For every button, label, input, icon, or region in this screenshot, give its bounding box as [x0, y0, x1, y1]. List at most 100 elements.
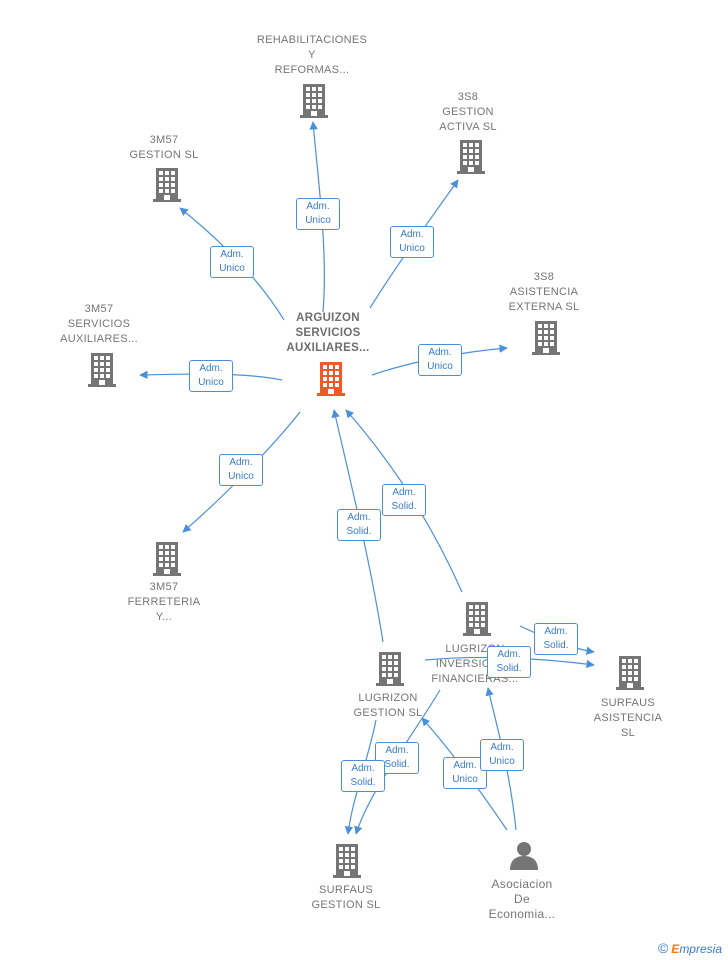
edge-label-line: Adm. — [347, 512, 371, 523]
ferreteria-node-label[interactable]: 3M57 FERRETERIA Y... — [114, 580, 214, 625]
edge-label-line: Adm. — [351, 763, 375, 774]
gestion-3m57-node-line: 3M57 — [149, 134, 179, 146]
rehab-node-line: REHABILITACIONES — [256, 34, 368, 46]
edge-label-line: Solid. — [350, 777, 376, 788]
asistencia-externa-node-line: 3S8 — [533, 271, 555, 283]
lugrizon-gestion-node-line: LUGRIZON — [358, 692, 418, 704]
edge-label-asoc-inv-1[interactable]: Adm. Unico — [443, 757, 487, 789]
lugrizon-inv-building-icon[interactable] — [463, 602, 491, 636]
surfaus-gestion-node-label[interactable]: SURFAUS GESTION SL — [296, 883, 396, 913]
edge-label-ferreteria[interactable]: Adm. Unico — [219, 454, 263, 486]
empresia-logo[interactable]: ©Empresia — [658, 940, 722, 956]
edge-label-servicios-3m57[interactable]: Adm. Unico — [189, 360, 233, 392]
main-node-label[interactable]: ARGUIZON SERVICIOS AUXILIARES... — [268, 311, 388, 356]
edge-label-lugrizon-inv-main[interactable]: Adm. Solid. — [382, 484, 426, 516]
asociacion-node-line: De — [514, 892, 530, 906]
surfaus-asistencia-node-label[interactable]: SURFAUS ASISTENCIA SL — [580, 696, 676, 741]
edge-label-inv-surfaus-1[interactable]: Adm. Solid. — [534, 623, 578, 655]
rehab-building-icon[interactable] — [300, 84, 328, 118]
edge-label-line: Unico — [399, 243, 425, 254]
edge-label-line: Solid. — [543, 640, 569, 651]
edge-label-line: Unico — [452, 774, 478, 785]
surfaus-asistencia-node-line: SURFAUS — [600, 697, 656, 709]
gestion-activa-node-line: ACTIVA SL — [439, 121, 497, 133]
edge-label-line: Unico — [305, 215, 331, 226]
ferreteria-node-line: 3M57 — [149, 581, 179, 593]
edge-label-line: Unico — [198, 377, 224, 388]
asociacion-node-line: Economia... — [488, 907, 556, 921]
edge-label-line: Solid. — [496, 663, 522, 674]
edge-label-line: Unico — [219, 263, 245, 274]
servicios-3m57-node-line: SERVICIOS — [67, 318, 131, 330]
servicios-3m57-building-icon[interactable] — [88, 353, 116, 387]
main-building-icon[interactable] — [317, 362, 345, 396]
edge-label-line: Adm. — [490, 742, 514, 753]
gestion-3m57-node-line: GESTION SL — [129, 149, 199, 161]
edge-label-line: Unico — [489, 756, 515, 767]
surfaus-asistencia-node-line: ASISTENCIA — [593, 712, 663, 724]
edge-label-line: Solid. — [346, 526, 372, 537]
edge-label-gestion-surfaus-1[interactable]: Adm. Solid. — [375, 742, 419, 774]
lugrizon-gestion-building-icon[interactable] — [376, 652, 404, 686]
asistencia-externa-node-line: ASISTENCIA — [509, 286, 579, 298]
edge-label-inv-surfaus-2[interactable]: Adm. Solid. — [487, 646, 531, 678]
gestion-3m57-building-icon[interactable] — [153, 168, 181, 202]
edge-label-line: Unico — [228, 471, 254, 482]
edge-label-gestion-3m57[interactable]: Adm. Unico — [210, 246, 254, 278]
edge-label-line: Adm. — [306, 201, 330, 212]
gestion-3m57-node-label[interactable]: 3M57 GESTION SL — [114, 133, 214, 163]
edge-label-line: Adm. — [392, 487, 416, 498]
ferreteria-node-line: FERRETERIA — [127, 596, 201, 608]
surfaus-gestion-building-icon[interactable] — [333, 844, 361, 878]
asociacion-person-icon[interactable] — [510, 842, 538, 870]
edge-label-line: Adm. — [428, 347, 452, 358]
gestion-activa-node-line: 3S8 — [457, 91, 479, 103]
gestion-activa-node-label[interactable]: 3S8 GESTION ACTIVA SL — [418, 90, 518, 135]
ferreteria-building-icon[interactable] — [153, 542, 181, 576]
gestion-activa-node-line: GESTION — [442, 106, 494, 118]
edge-label-line: Adm. — [400, 229, 424, 240]
asociacion-node-line: Asociacion — [491, 877, 553, 891]
edge-label-asoc-inv-2[interactable]: Adm. Unico — [480, 739, 524, 771]
logo-text: mpresia — [679, 942, 722, 956]
main-node-line: ARGUIZON — [296, 312, 360, 324]
edge-label-line: Adm. — [385, 745, 409, 756]
surfaus-gestion-node-line: SURFAUS — [318, 884, 374, 896]
ferreteria-node-line: Y... — [155, 611, 173, 623]
rehab-node-label[interactable]: REHABILITACIONES Y REFORMAS... — [247, 33, 377, 78]
asociacion-node-label[interactable]: Asociacion De Economia... — [472, 877, 572, 922]
asistencia-externa-node-label[interactable]: 3S8 ASISTENCIA EXTERNA SL — [494, 270, 594, 315]
asistencia-externa-node-line: EXTERNA SL — [508, 301, 580, 313]
servicios-3m57-node-label[interactable]: 3M57 SERVICIOS AUXILIARES... — [44, 302, 154, 347]
copyright-icon: © — [657, 940, 669, 956]
asistencia-externa-building-icon[interactable] — [532, 321, 560, 355]
edge-label-line: Adm. — [220, 249, 244, 260]
surfaus-asistencia-building-icon[interactable] — [616, 656, 644, 690]
edge-label-line: Adm. — [453, 760, 477, 771]
servicios-3m57-node-line: 3M57 — [84, 303, 114, 315]
edge-label-line: Adm. — [229, 457, 253, 468]
gestion-activa-building-icon[interactable] — [457, 140, 485, 174]
surfaus-asistencia-node-line: SL — [620, 727, 636, 739]
main-node-line: AUXILIARES... — [286, 342, 370, 354]
rehab-node-line: Y — [308, 49, 316, 61]
edge-label-line: Adm. — [199, 363, 223, 374]
edge-label-gestion-surfaus-2[interactable]: Adm. Solid. — [341, 760, 385, 792]
edge-label-line: Solid. — [391, 501, 417, 512]
lugrizon-gestion-node-line: GESTION SL — [353, 707, 423, 719]
rehab-node-line: REFORMAS... — [274, 64, 350, 76]
servicios-3m57-node-line: AUXILIARES... — [60, 333, 138, 345]
edge-label-lugrizon-gestion-main[interactable]: Adm. Solid. — [337, 509, 381, 541]
lugrizon-gestion-node-label[interactable]: LUGRIZON GESTION SL — [338, 691, 438, 721]
edge-label-line: Unico — [427, 361, 453, 372]
edge-label-rehab[interactable]: Adm. Unico — [296, 198, 340, 230]
edge-label-line: Adm. — [544, 626, 568, 637]
main-node-line: SERVICIOS — [295, 327, 361, 339]
edge-label-line: Adm. — [497, 649, 521, 660]
surfaus-gestion-node-line: GESTION SL — [311, 899, 381, 911]
edge-label-gestion-activa[interactable]: Adm. Unico — [390, 226, 434, 258]
edge-label-line: Solid. — [384, 759, 410, 770]
logo-letter: E — [671, 942, 680, 956]
edge-label-asistencia-externa[interactable]: Adm. Unico — [418, 344, 462, 376]
